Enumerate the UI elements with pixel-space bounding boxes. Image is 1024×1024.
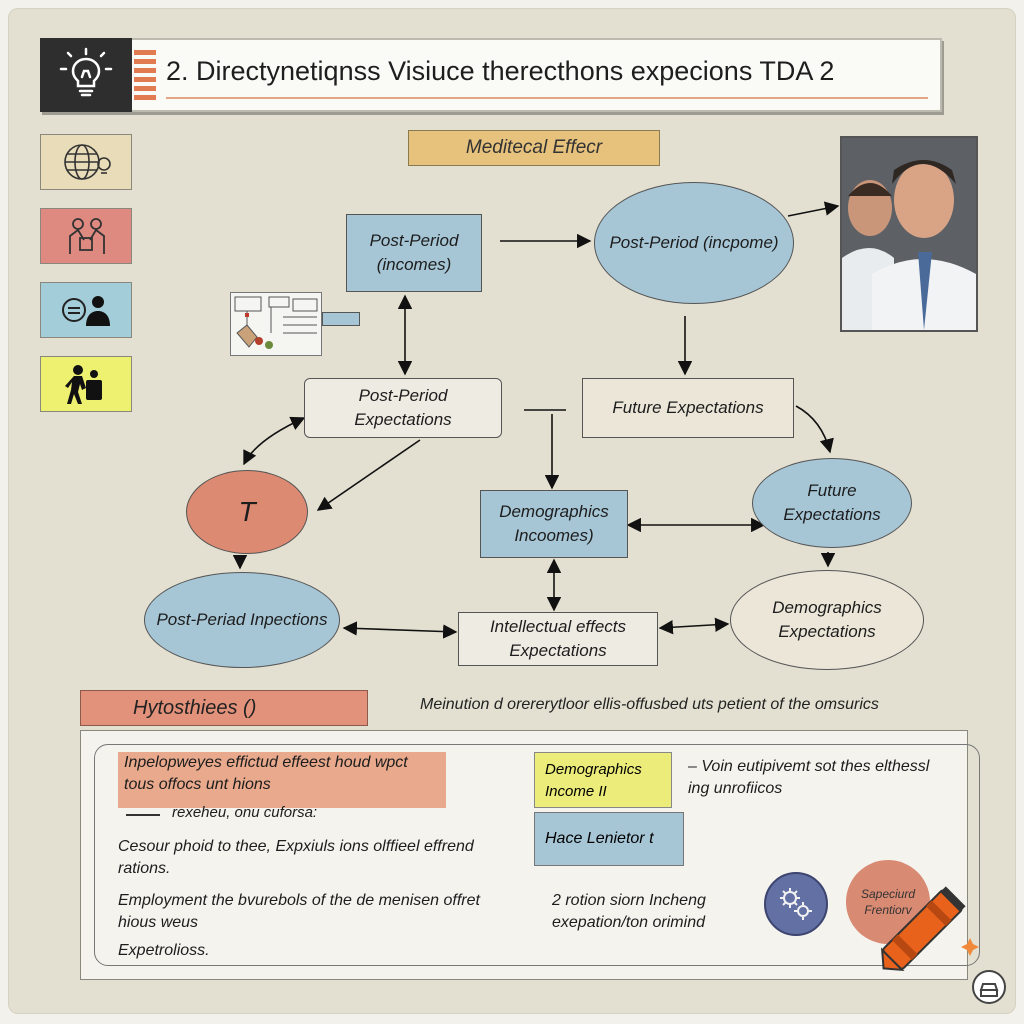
tile-person-speech[interactable] — [40, 282, 132, 338]
person-speech-icon — [62, 296, 110, 326]
hace-lenietor-pill[interactable]: Hace Lenietor t — [534, 812, 684, 866]
gears-icon — [780, 888, 812, 920]
lightbulb-icon — [59, 47, 113, 97]
node-future-expectations-rect[interactable]: Future Expectations — [582, 378, 794, 438]
badge-icon — [972, 970, 1006, 1004]
sub-text: rexeheu, onu cuforsa: — [172, 804, 318, 821]
arrow-future-rect-to-oval — [795, 405, 834, 454]
header-underline — [166, 97, 928, 99]
node-post-period-income-oval[interactable]: Post-Period (incpome) — [594, 182, 794, 304]
paragraph-2: Employment the bvurebols of the de menis… — [118, 892, 480, 931]
highlight-block — [118, 752, 446, 808]
arrow-intellectual-demoexp — [658, 617, 730, 635]
crayon-icon — [880, 886, 979, 972]
demographics-income-pill[interactable]: Demographics Income II — [534, 752, 672, 808]
node-demographics-expectations[interactable]: Demographics Expectations — [730, 570, 924, 670]
globe-bulb-icon — [64, 144, 111, 180]
paragraph-3: Expetrolioss. — [118, 942, 210, 959]
node-intellectual-effects[interactable]: Intellectual effects Expectations — [458, 612, 658, 666]
node-demographics-incomes[interactable]: Demographics Incoomes) — [480, 490, 628, 558]
node-post-period-inpections[interactable]: Post-Periad Inpections — [144, 572, 340, 668]
people-icon — [69, 218, 105, 254]
right-note: – Voin eutipivemt sot thes elthessl ing … — [688, 758, 930, 797]
sketch-pointer — [322, 312, 360, 326]
arrow-expectations-to-t — [243, 416, 306, 466]
sketch-image — [234, 296, 318, 349]
tile-worker[interactable] — [40, 356, 132, 412]
sketch-thumbnail — [230, 292, 322, 356]
paragraph-1: Cesour phoid to thee, Expxiuls ions olff… — [118, 838, 474, 877]
photo-doctors — [840, 136, 978, 332]
gears-badge — [764, 872, 828, 936]
arrow-inpections-intellectual — [342, 621, 458, 639]
node-future-expectations-oval[interactable]: Future Expectations — [752, 458, 912, 548]
header-bar — [40, 38, 942, 112]
tile-people[interactable] — [40, 208, 132, 264]
page-title: 2. Directynetiqnss Visiuce therecthons e… — [166, 56, 835, 86]
bottom-note: 2 rotion siorn Incheng exepation/ton ori… — [552, 892, 706, 931]
sub-dash — [126, 814, 160, 816]
tile-globe[interactable] — [40, 134, 132, 190]
worker-icon — [65, 365, 102, 404]
people-photo-illustration — [842, 138, 976, 330]
node-post-period-expectations[interactable]: Post-Period Expectations — [304, 378, 502, 438]
arrow-income-oval-to-photo — [787, 201, 840, 217]
hypotheses-label: Hytosthiees () — [80, 690, 368, 726]
header-stripes — [134, 50, 156, 100]
hypotheses-panel-inner — [94, 744, 980, 966]
arrow-expectations-to-t-diagonal — [316, 439, 421, 511]
mediated-effect-label: Meditecal Effecr — [408, 130, 660, 166]
highlight-text: Inpelopweyes effictud effeest houd wpct … — [124, 754, 408, 793]
hypotheses-caption: Meinution d orererytloor ellis-offusbed … — [420, 696, 879, 713]
header-icon-tile — [40, 38, 132, 112]
node-t[interactable]: T — [186, 470, 308, 554]
node-post-period-incomes[interactable]: Post-Period (incomes) — [346, 214, 482, 292]
